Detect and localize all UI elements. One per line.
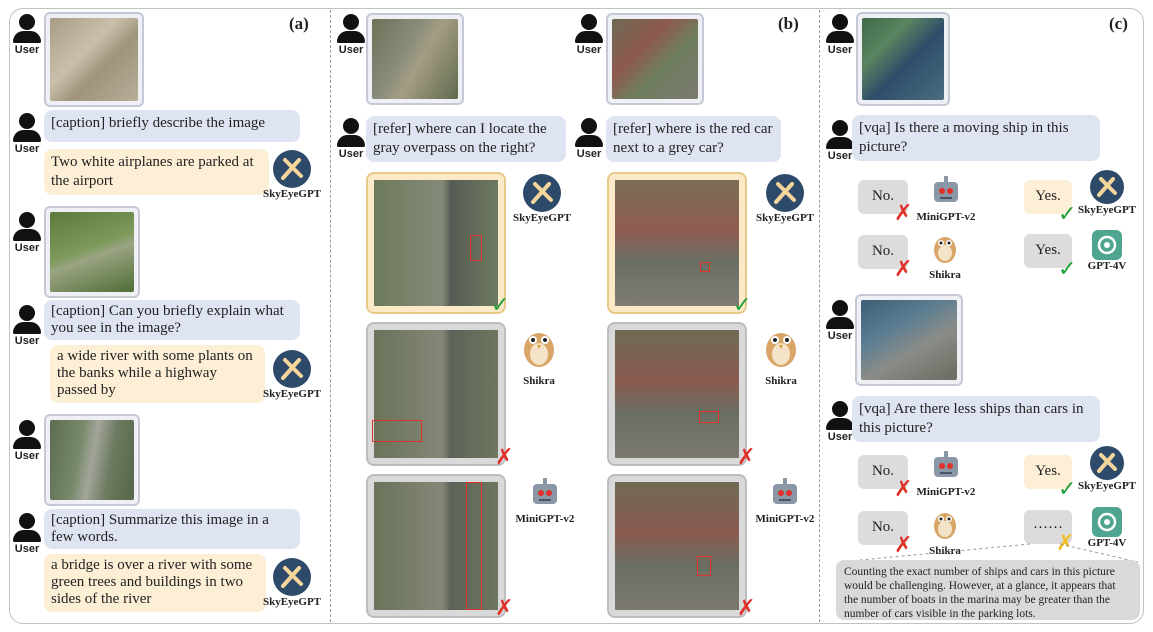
check-icon: ✓ <box>1058 477 1077 502</box>
skyeyegpt-logo-icon: SkyEyeGPT <box>255 558 329 608</box>
minigpt-robot-icon: MiniGPT-v2 <box>512 476 578 525</box>
skyeyegpt-logo-icon: SkyEyeGPT <box>255 150 329 200</box>
refer-question-left: [refer] where can I locate the gray over… <box>366 116 566 162</box>
shikra-result-left <box>366 322 506 466</box>
skyeyegpt-logo-icon: SkyEyeGPT <box>255 350 329 400</box>
skyeyegpt-answer-2: Yes. <box>1024 455 1072 489</box>
bridge-image <box>44 414 140 506</box>
skyeyegpt-result-left <box>366 172 506 314</box>
skyeyegpt-answer-1: Yes. <box>1024 180 1072 214</box>
cross-icon: ✗ <box>894 533 913 558</box>
gpt4v-answer-1: Yes. <box>1024 234 1072 268</box>
panel-label-c: (c) <box>1109 14 1128 33</box>
shikra-owl-icon: Shikra <box>515 324 563 387</box>
cross-icon: ✗ <box>495 596 514 621</box>
bbox-shikra-left <box>372 420 422 442</box>
skyeyegpt-answer-3: a bridge is over a river with some green… <box>44 554 266 612</box>
skyeyegpt-logo-icon: SkyEyeGPT <box>505 174 579 224</box>
marina-image <box>855 294 963 386</box>
user-icon: User <box>10 14 44 56</box>
minigpt-robot-icon: MiniGPT-v2 <box>911 449 981 498</box>
airport-image <box>44 12 144 107</box>
user-icon: User <box>823 401 857 443</box>
user-icon: User <box>572 118 606 160</box>
user-icon: User <box>823 300 857 342</box>
river-image <box>44 206 140 298</box>
bbox-minigpt-left <box>466 482 482 610</box>
panel-label-b: (b) <box>778 14 799 33</box>
refer-question-right: [refer] where is the red car next to a g… <box>606 116 781 162</box>
panel-divider <box>819 10 820 622</box>
user-icon: User <box>823 120 857 162</box>
shikra-owl-icon: Shikra <box>925 506 965 557</box>
skyeyegpt-answer-2: a wide river with some plants on the ban… <box>50 345 265 403</box>
bbox-skyeyegpt-right <box>700 262 710 272</box>
uncertain-icon: ✗ <box>1056 531 1075 556</box>
caption-question-2: [caption] Can you briefly explain what y… <box>44 300 300 340</box>
overpass-image <box>366 13 464 105</box>
gpt4v-explanation: Counting the exact number of ships and c… <box>836 560 1140 620</box>
user-icon: User <box>823 14 857 56</box>
minigpt-robot-icon: MiniGPT-v2 <box>752 476 818 525</box>
user-icon: User <box>334 118 368 160</box>
caption-question-1: [caption] briefly describe the image <box>44 110 300 142</box>
caption-question-3: [caption] Summarize this image in a few … <box>44 509 300 549</box>
check-icon: ✓ <box>491 293 510 318</box>
minigpt-answer-2: No. <box>858 455 908 489</box>
minigpt-result-right <box>607 474 747 618</box>
basketball-court-image <box>606 13 704 105</box>
cross-icon: ✗ <box>894 477 913 502</box>
user-icon: User <box>10 305 44 347</box>
shikra-owl-icon: Shikra <box>925 230 965 281</box>
user-icon: User <box>10 212 44 254</box>
vqa-question-2: [vqa] Are there less ships than cars in … <box>852 396 1100 442</box>
gpt4v-answer-2: …… <box>1024 510 1072 544</box>
gpt4v-logo-icon: GPT-4V <box>1082 230 1132 272</box>
panel-label-a: (a) <box>289 14 309 33</box>
skyeyegpt-answer-1: Two white airplanes are parked at the ai… <box>44 149 269 195</box>
user-icon: User <box>572 14 606 56</box>
bbox-shikra-right <box>699 411 719 423</box>
minigpt-result-left <box>366 474 506 618</box>
bbox-minigpt-right <box>697 556 711 576</box>
vqa-question-1: [vqa] Is there a moving ship in this pic… <box>852 115 1100 161</box>
user-icon: User <box>10 420 44 462</box>
check-icon: ✓ <box>733 293 752 318</box>
skyeyegpt-logo-icon: SkyEyeGPT <box>1072 170 1142 216</box>
minigpt-robot-icon: MiniGPT-v2 <box>911 174 981 223</box>
panel-divider <box>330 10 331 622</box>
skyeyegpt-logo-icon: SkyEyeGPT <box>1072 446 1142 492</box>
check-icon: ✓ <box>1058 202 1077 227</box>
shikra-owl-icon: Shikra <box>757 324 805 387</box>
figure-frame <box>9 8 1144 624</box>
cross-icon: ✗ <box>737 596 756 621</box>
user-icon: User <box>334 14 368 56</box>
minigpt-answer-1: No. <box>858 180 908 214</box>
user-icon: User <box>10 513 44 555</box>
shikra-answer-1: No. <box>858 235 908 269</box>
skyeyegpt-logo-icon: SkyEyeGPT <box>745 174 825 224</box>
shikra-answer-2: No. <box>858 511 908 545</box>
cross-icon: ✗ <box>737 445 756 470</box>
skyeyegpt-result-right <box>607 172 747 314</box>
shikra-result-right <box>607 322 747 466</box>
check-icon: ✓ <box>1058 257 1077 282</box>
lake-image <box>856 12 950 106</box>
cross-icon: ✗ <box>495 445 514 470</box>
user-label: User <box>14 44 40 56</box>
gpt4v-logo-icon: GPT-4V <box>1082 507 1132 549</box>
user-icon: User <box>10 113 44 155</box>
cross-icon: ✗ <box>894 201 913 226</box>
bbox-skyeyegpt-left <box>470 235 482 261</box>
cross-icon: ✗ <box>894 257 913 282</box>
